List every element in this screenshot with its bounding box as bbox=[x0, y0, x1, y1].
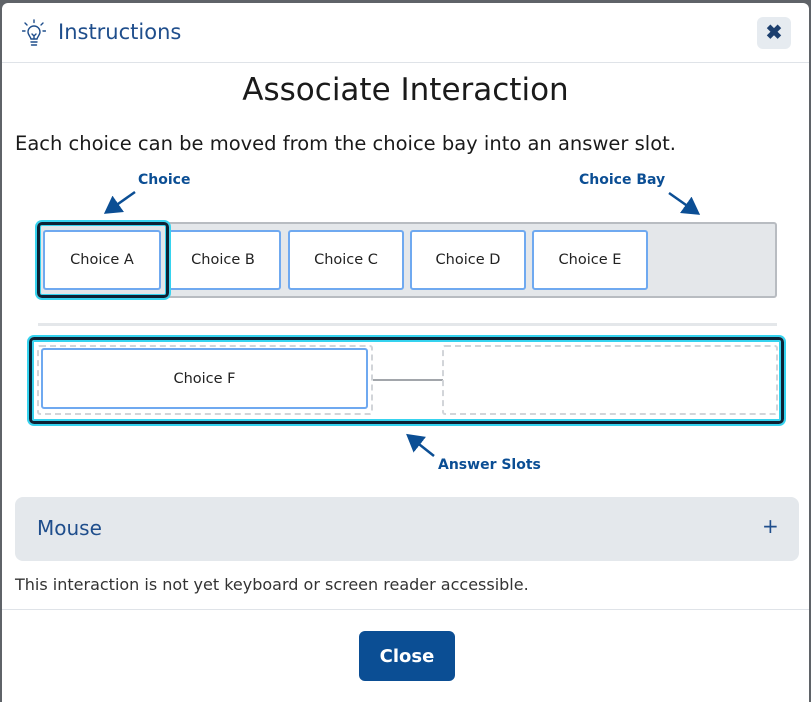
dialog-title: Instructions bbox=[58, 20, 182, 44]
annotation-choice-bay: Choice Bay bbox=[579, 172, 666, 188]
choice-item[interactable]: Choice E bbox=[532, 230, 648, 290]
plus-icon[interactable]: + bbox=[762, 514, 779, 538]
arrow-icon bbox=[103, 190, 136, 214]
answer-slot-right[interactable] bbox=[442, 345, 778, 415]
answer-slot-left[interactable] bbox=[37, 345, 373, 415]
accessibility-note: This interaction is not yet keyboard or … bbox=[15, 575, 529, 594]
slot-connector bbox=[373, 379, 443, 381]
annotation-choice: Choice bbox=[138, 172, 191, 188]
choice-item[interactable]: Choice B bbox=[165, 230, 281, 290]
description-text: Each choice can be moved from the choice… bbox=[15, 132, 676, 155]
arrow-icon bbox=[668, 191, 701, 215]
accordion-label: Mouse bbox=[37, 516, 102, 540]
instructions-dialog: Instructions ✖ Associate Interaction Eac… bbox=[2, 3, 809, 702]
close-x-icon: ✖ bbox=[765, 22, 783, 44]
footer-divider bbox=[2, 609, 809, 610]
choice-item[interactable]: Choice F bbox=[41, 348, 368, 409]
choice-bay bbox=[38, 222, 777, 298]
arrow-icon bbox=[406, 433, 435, 457]
divider bbox=[38, 323, 777, 326]
annotation-answer-slots: Answer Slots bbox=[438, 457, 541, 473]
choice-item[interactable]: Choice A bbox=[43, 230, 161, 290]
close-button[interactable]: Close bbox=[359, 631, 455, 681]
choice-item[interactable]: Choice D bbox=[410, 230, 526, 290]
choice-item[interactable]: Choice C bbox=[288, 230, 404, 290]
dialog-header: Instructions ✖ bbox=[2, 3, 809, 63]
answer-slots-row bbox=[29, 337, 784, 424]
mouse-accordion[interactable]: Mouse + bbox=[15, 497, 799, 561]
choice-focus-ring bbox=[37, 222, 169, 298]
page-heading: Associate Interaction bbox=[242, 72, 569, 108]
close-x-button[interactable]: ✖ bbox=[757, 17, 791, 49]
lightbulb-icon bbox=[22, 19, 46, 46]
